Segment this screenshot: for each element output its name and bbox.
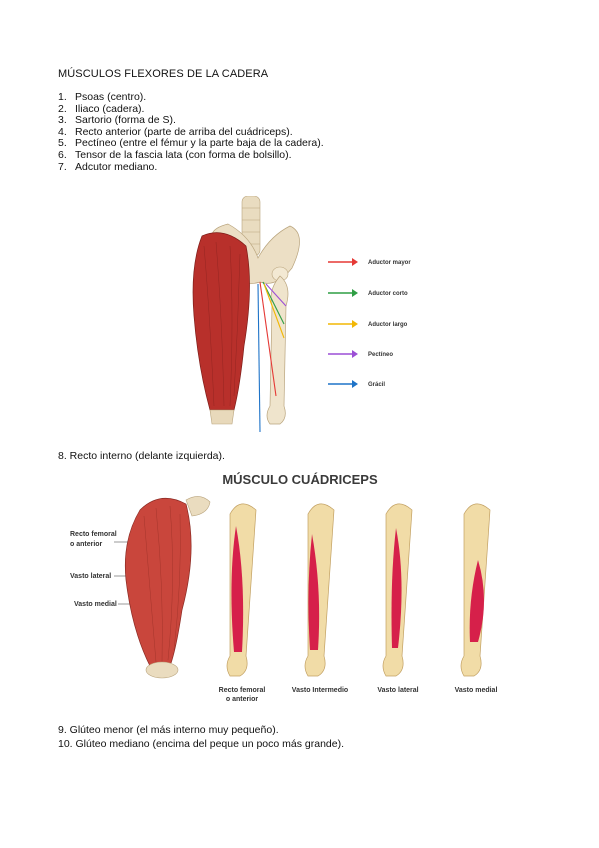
figure-title: MÚSCULO CUÁDRICEPS <box>222 472 378 487</box>
legend-label: Aductor corto <box>368 291 408 297</box>
legend-item: Aductor mayor <box>328 258 411 266</box>
list-item: 4. Recto anterior (parte de arriba del cu… <box>58 125 324 139</box>
list-item: 6. Tensor de la fascia lata (con forma de… <box>58 148 324 162</box>
bottom-label: Vasto medial <box>455 687 498 694</box>
list-text: Psoas (centro). <box>75 91 147 103</box>
list-number: 7. <box>58 160 67 173</box>
hip-adductors-illustration: Aductor mayor Aductor corto Aductor larg… <box>192 196 411 433</box>
side-label: Vasto lateral <box>70 573 111 580</box>
femur-panel <box>460 503 491 677</box>
list-number: 5. <box>58 137 67 150</box>
list-number: 3. <box>58 114 67 127</box>
list-text: Pectíneo (entre el fémur y la parte baja… <box>75 137 324 150</box>
side-label: o anterior <box>70 541 103 548</box>
flexor-muscle-list: 1. Psoas (centro). 2. Iliaco (cadera). 3. S… <box>58 91 324 174</box>
list-item: 7. Adcutor mediano. <box>58 160 324 174</box>
bottom-label: Vasto lateral <box>377 687 418 694</box>
list-text: Iliaco (cadera). <box>75 102 145 115</box>
legend-label: Grácil <box>368 382 385 388</box>
side-label: Recto femoral <box>70 531 117 538</box>
legend-item: Aductor corto <box>328 289 408 297</box>
arrow-legend: Aductor mayor Aductor corto Aductor larg… <box>328 258 411 388</box>
femur-panel <box>382 503 413 677</box>
list-number: 6. <box>58 148 67 161</box>
list-item: 2. Iliaco (cadera). <box>58 102 324 116</box>
bottom-label: Recto femoral <box>219 687 266 694</box>
legend-item: Aductor largo <box>328 320 408 328</box>
list-number: 4. <box>58 125 67 138</box>
item-9-text: 9. Glúteo menor (el más interno muy pequ… <box>58 724 279 736</box>
item-10-text: 10. Glúteo mediano (encima del peque un … <box>58 738 345 750</box>
list-text: Tensor de la fascia lata (con forma de b… <box>75 148 292 161</box>
legend-label: Aductor largo <box>368 322 408 328</box>
quadriceps-illustration: MÚSCULO CUÁDRICEPS Recto femoral o anter… <box>70 472 498 703</box>
list-item: 3. Sartorio (forma de S). <box>58 115 324 127</box>
side-label: Vasto medial <box>74 601 117 608</box>
list-text: Adcutor mediano. <box>75 160 158 173</box>
page-title: MÚSCULOS FLEXORES DE LA CADERA <box>58 68 269 80</box>
list-text: Recto anterior (parte de arriba del cuád… <box>75 125 293 138</box>
item-8-text: 8. Recto interno (delante izquierda). <box>58 450 225 462</box>
bottom-label: Vasto Intermedio <box>292 687 348 694</box>
list-number: 1. <box>58 91 67 103</box>
legend-item: Grácil <box>328 380 385 388</box>
legend-label: Pectíneo <box>368 352 393 358</box>
bottom-label: o anterior <box>226 696 259 703</box>
femur-panel <box>304 503 335 677</box>
list-text: Sartorio (forma de S). <box>75 114 176 127</box>
list-item: 1. Psoas (centro). <box>58 91 324 104</box>
legend-label: Aductor mayor <box>368 260 411 266</box>
legend-item: Pectíneo <box>328 350 393 358</box>
list-item: 5. Pectíneo (entre el fémur y la parte ba… <box>58 138 324 150</box>
list-number: 2. <box>58 102 67 115</box>
femur-panel <box>226 503 257 677</box>
